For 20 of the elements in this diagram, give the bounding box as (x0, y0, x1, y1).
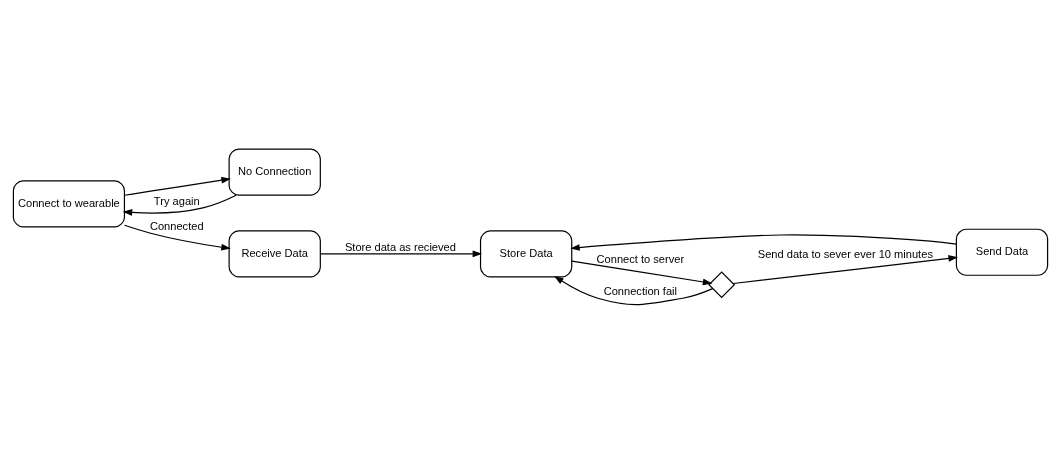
node-box: Store Data (479, 229, 573, 277)
arrow (319, 250, 483, 257)
edge-label: Try again (153, 194, 200, 207)
node-box: Send Data (955, 228, 1049, 276)
edge-label: Store data as recieved (344, 240, 456, 253)
arrow (122, 194, 237, 216)
edge-label: Send data to sever ever 10 minutes (757, 247, 933, 260)
arrow (123, 224, 231, 251)
node-diamond (708, 270, 736, 298)
node-box: No Connection (228, 148, 321, 196)
arrow (570, 233, 957, 251)
arrow (123, 176, 231, 196)
edge-label: Connect to server (596, 252, 685, 265)
arrow (732, 254, 958, 284)
node-box: Connect to wearable (12, 179, 126, 227)
arrow (554, 275, 714, 305)
node-box: Receive Data (228, 229, 321, 277)
edge-label: Connection fail (603, 284, 678, 297)
arrow (571, 259, 713, 285)
edge-label: Connected (149, 219, 204, 232)
